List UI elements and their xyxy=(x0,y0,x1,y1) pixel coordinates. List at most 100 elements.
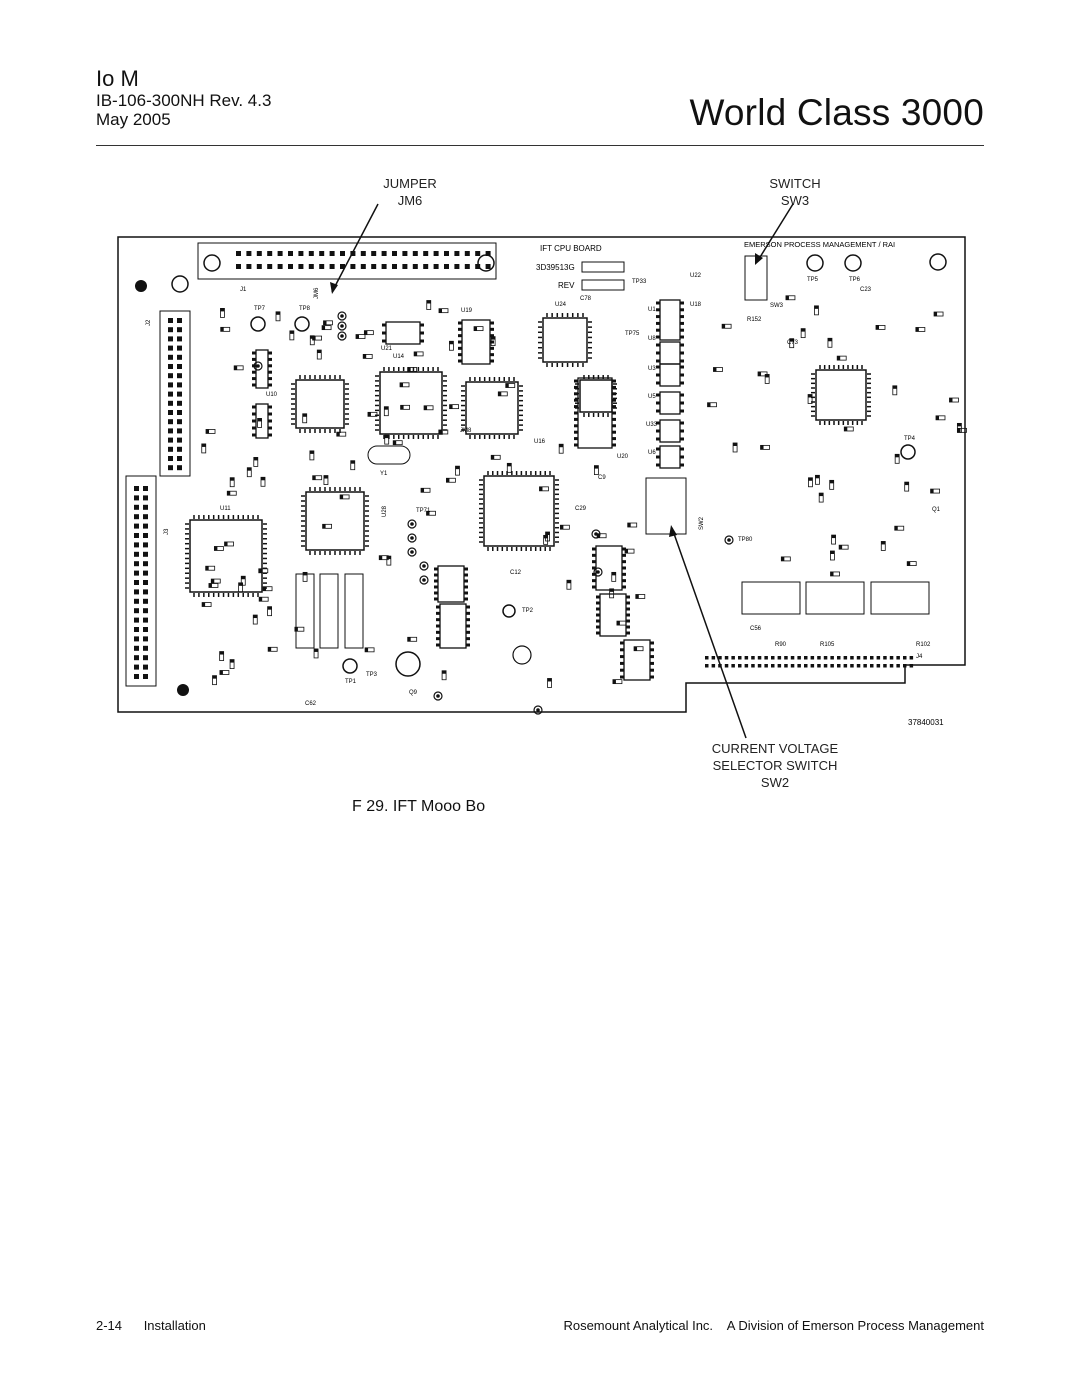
smd-pad xyxy=(363,354,367,359)
smd-parts xyxy=(201,295,967,688)
j3-pin xyxy=(143,570,148,576)
dip-pin xyxy=(680,308,684,312)
label-jm6: JM6 xyxy=(314,287,320,299)
j4-pin xyxy=(777,664,782,668)
smd-pad xyxy=(455,466,460,470)
dip-pin xyxy=(680,421,684,425)
j3-pin xyxy=(143,580,148,585)
j1-pin xyxy=(475,251,481,256)
label-tp71: TP71 xyxy=(416,508,431,514)
dip-pin xyxy=(656,455,660,459)
j1-pin xyxy=(256,251,262,256)
smd-pad xyxy=(384,435,389,439)
dip-pin xyxy=(252,351,256,355)
dip-chip xyxy=(623,639,651,681)
j4-pin xyxy=(856,656,861,660)
dip-pin xyxy=(650,648,654,652)
j2-pin xyxy=(177,364,182,369)
dip-pin xyxy=(574,417,578,421)
smd-pad xyxy=(829,480,834,484)
smd-pad xyxy=(935,415,939,420)
j2-pin xyxy=(177,336,182,342)
j2-pin xyxy=(168,456,173,461)
test-point-dot xyxy=(422,578,426,582)
smd-pad xyxy=(227,491,231,496)
dip-pin xyxy=(612,411,616,415)
dip-pin xyxy=(592,585,596,589)
j3-connector xyxy=(125,475,157,687)
smd-pad xyxy=(211,579,215,584)
j1-pin xyxy=(485,264,491,269)
test-point-dot xyxy=(410,522,414,526)
jumper-callout-id: JM6 xyxy=(397,193,423,208)
dip-pin xyxy=(466,643,470,647)
j4-pin xyxy=(830,656,834,660)
smd-pad xyxy=(322,524,326,529)
test-point-dot xyxy=(596,570,600,574)
dip-pin xyxy=(574,430,578,434)
label-r90: R90 xyxy=(775,642,787,648)
label-j3: J3 xyxy=(164,528,170,535)
capacitor xyxy=(344,573,364,649)
smd-pad xyxy=(365,647,369,652)
j4-pin xyxy=(837,656,841,660)
test-point xyxy=(433,691,443,701)
j1-pin xyxy=(360,251,366,256)
j2-pin xyxy=(177,318,182,323)
j3-pin xyxy=(134,589,139,595)
j3-pin xyxy=(143,514,148,520)
j1-pin xyxy=(412,251,418,256)
j2-pin xyxy=(177,437,182,443)
dip-pin xyxy=(612,385,616,389)
j4-pin xyxy=(876,656,881,660)
j4-pin xyxy=(797,656,801,660)
dip-pin xyxy=(490,359,494,363)
test-point xyxy=(337,331,347,341)
j4-pin xyxy=(876,664,881,668)
j4-pin xyxy=(724,664,729,668)
qfp-chip xyxy=(295,379,345,429)
dip-chip xyxy=(439,603,467,649)
j3-pin xyxy=(134,598,139,604)
j4-pin xyxy=(856,664,861,668)
label-u14: U14 xyxy=(393,354,405,360)
j1-pin xyxy=(340,264,345,269)
dip-pin xyxy=(656,409,660,413)
label-u18: U18 xyxy=(690,302,702,308)
label-tp4: TP4 xyxy=(904,436,916,442)
qfp-chip xyxy=(815,369,867,421)
dip-pin xyxy=(466,611,470,615)
j2-pin xyxy=(177,327,182,333)
smd-pad xyxy=(781,556,785,561)
smd-pad xyxy=(421,488,425,493)
dip-pin xyxy=(680,351,684,355)
j1-pin xyxy=(288,251,293,256)
smd-pad xyxy=(276,311,281,315)
dip-pin xyxy=(436,605,440,609)
dip-pin xyxy=(574,424,578,428)
smd-pad xyxy=(837,356,841,361)
test-point-dot xyxy=(340,314,344,318)
dip-pin xyxy=(680,401,684,405)
dip-pin xyxy=(252,433,256,437)
label-tp75: TP75 xyxy=(625,331,640,337)
j2-pin xyxy=(177,400,182,406)
j4-pin xyxy=(810,664,815,668)
dip-pin xyxy=(436,643,440,647)
dip-pin xyxy=(466,637,470,641)
j4-pin xyxy=(705,656,709,660)
dip-chip xyxy=(659,391,681,415)
j4-pin xyxy=(837,664,841,668)
label-j4: J4 xyxy=(916,654,923,660)
dip-pin xyxy=(436,637,440,641)
j4-pin xyxy=(804,664,808,668)
smd-pad xyxy=(426,511,430,516)
document-date: May 2005 xyxy=(96,110,171,129)
dip-pin xyxy=(680,373,684,377)
dip-pin xyxy=(268,405,272,409)
dip-pin xyxy=(592,566,596,570)
j1-pin xyxy=(246,251,252,256)
dip-pin xyxy=(622,579,626,583)
mounting-hole xyxy=(929,253,947,271)
footer-company: Rosemount Analytical Inc. A Division of … xyxy=(563,1318,984,1333)
